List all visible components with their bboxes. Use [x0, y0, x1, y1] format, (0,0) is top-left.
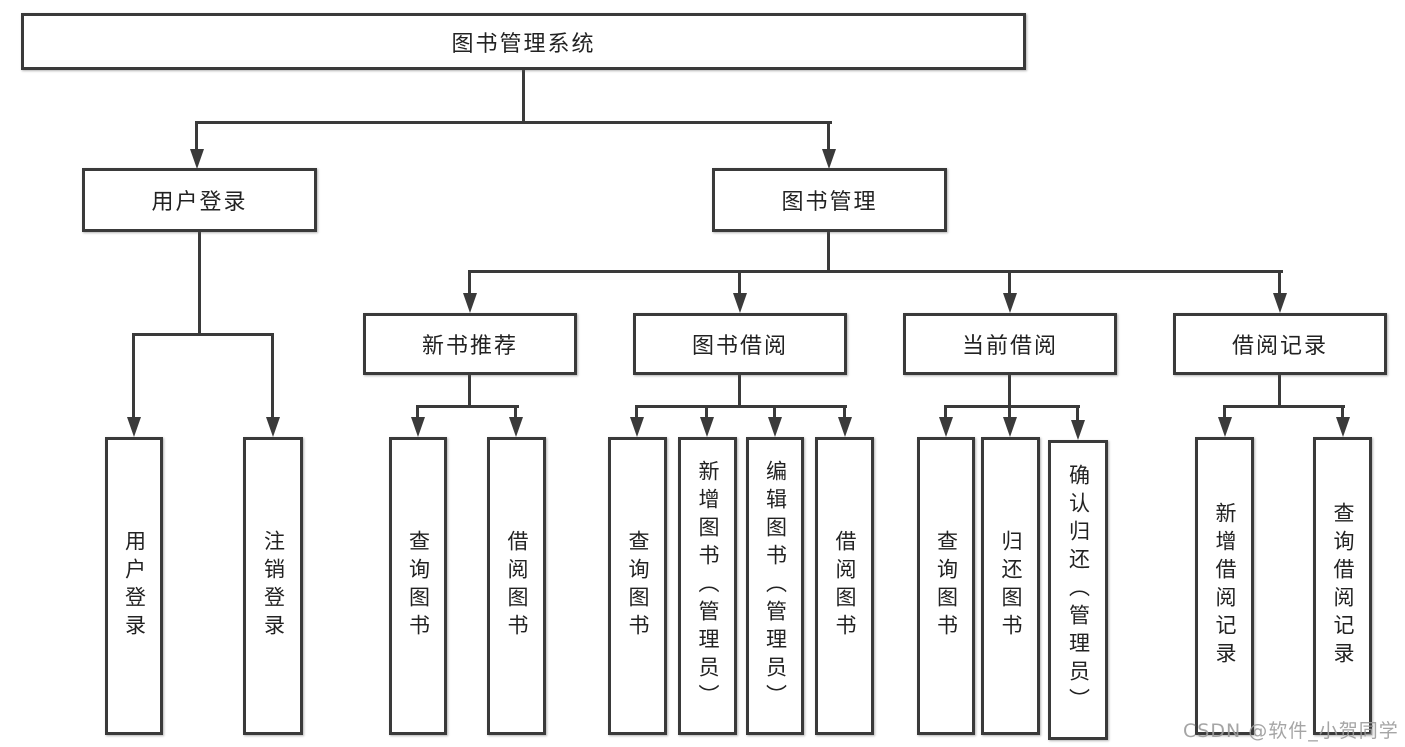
leaf-borrow-books-recommend-label: 借阅图书 — [505, 530, 529, 642]
arrow-down-icon — [768, 417, 782, 437]
arrow-down-icon — [1273, 293, 1287, 313]
connector-line — [271, 333, 274, 419]
connector-line — [468, 270, 1283, 273]
connector-line — [1008, 375, 1011, 407]
leaf-logout: 注销登录 — [243, 437, 303, 735]
arrow-down-icon — [733, 293, 747, 313]
leaf-query-books-recommend: 查询图书 — [389, 437, 447, 735]
node-new-book-recommendation: 新书推荐 — [363, 313, 577, 375]
leaf-add-borrow-record: 新增借阅记录 — [1195, 437, 1254, 735]
arrow-down-icon — [1003, 417, 1017, 437]
node-current-borrowing: 当前借阅 — [903, 313, 1117, 375]
connector-line — [132, 333, 135, 419]
node-book-management-branch: 图书管理 — [712, 168, 947, 232]
leaf-edit-books-admin-label: 编辑图书（管理员） — [763, 460, 788, 712]
connector-line — [827, 232, 830, 273]
connector-line — [1223, 405, 1345, 408]
node-library-management-system: 图书管理系统 — [21, 13, 1026, 70]
connector-line — [416, 405, 519, 408]
node-user-login-branch: 用户登录 — [82, 168, 317, 232]
arrow-down-icon — [509, 417, 523, 437]
connector-line — [635, 405, 847, 408]
leaf-query-borrow-record-label: 查询借阅记录 — [1331, 502, 1355, 670]
connector-line — [944, 405, 1080, 408]
arrow-down-icon — [190, 149, 204, 169]
arrow-down-icon — [1218, 417, 1232, 437]
connector-line — [738, 270, 741, 295]
arrow-down-icon — [822, 149, 836, 169]
arrow-down-icon — [266, 417, 280, 437]
leaf-query-books-borrow: 查询图书 — [608, 437, 667, 735]
connector-line — [468, 375, 471, 407]
arrow-down-icon — [700, 417, 714, 437]
leaf-query-books-current: 查询图书 — [917, 437, 975, 735]
leaf-return-books: 归还图书 — [981, 437, 1040, 735]
leaf-query-books-borrow-label: 查询图书 — [626, 530, 650, 642]
csdn-watermark: CSDN @软件_小贺同学 — [1183, 720, 1399, 742]
connector-line — [1223, 405, 1226, 419]
connector-line — [944, 405, 947, 419]
leaf-return-books-label: 归还图书 — [999, 530, 1023, 642]
arrow-down-icon — [838, 417, 852, 437]
leaf-confirm-return-admin: 确认归还（管理员） — [1048, 440, 1108, 740]
leaf-borrow-books-recommend: 借阅图书 — [487, 437, 546, 735]
leaf-query-books-recommend-label: 查询图书 — [406, 530, 431, 642]
arrow-down-icon — [127, 417, 141, 437]
leaf-add-books-admin-label: 新增图书（管理员） — [696, 460, 720, 712]
connector-line — [514, 405, 517, 419]
node-borrowing-records: 借阅记录 — [1173, 313, 1387, 375]
leaf-edit-books-admin: 编辑图书（管理员） — [746, 437, 804, 735]
connector-line — [843, 405, 846, 419]
connector-line — [773, 405, 776, 419]
leaf-user-login-label: 用户登录 — [122, 530, 147, 642]
leaf-query-borrow-record: 查询借阅记录 — [1313, 437, 1372, 735]
leaf-user-login: 用户登录 — [105, 437, 163, 735]
leaf-confirm-return-admin-label: 确认归还（管理员） — [1066, 464, 1091, 716]
connector-line — [738, 375, 741, 407]
connector-line — [1008, 405, 1011, 419]
connector-line — [1278, 375, 1281, 407]
arrow-down-icon — [1071, 420, 1085, 440]
connector-line — [1278, 270, 1281, 295]
arrow-down-icon — [630, 417, 644, 437]
arrow-down-icon — [1003, 293, 1017, 313]
node-book-borrowing: 图书借阅 — [633, 313, 847, 375]
arrow-down-icon — [1336, 417, 1350, 437]
arrow-down-icon — [939, 417, 953, 437]
connector-line — [522, 70, 525, 123]
connector-line — [195, 121, 198, 151]
connector-line — [468, 270, 471, 295]
connector-line — [196, 121, 832, 124]
leaf-logout-label: 注销登录 — [261, 530, 286, 642]
connector-line — [827, 121, 830, 151]
leaf-add-books-admin: 新增图书（管理员） — [678, 437, 737, 735]
leaf-add-borrow-record-label: 新增借阅记录 — [1213, 502, 1237, 670]
connector-line — [1076, 405, 1079, 422]
connector-line — [705, 405, 708, 419]
leaf-borrow-books: 借阅图书 — [815, 437, 874, 735]
arrow-down-icon — [463, 293, 477, 313]
connector-line — [132, 333, 274, 336]
connector-line — [1008, 270, 1011, 295]
arrow-down-icon — [411, 417, 425, 437]
leaf-query-books-current-label: 查询图书 — [934, 530, 959, 642]
connector-line — [635, 405, 638, 419]
connector-line — [416, 405, 419, 419]
connector-line — [1341, 405, 1344, 419]
connector-line — [198, 232, 201, 335]
leaf-borrow-books-label: 借阅图书 — [833, 530, 857, 642]
